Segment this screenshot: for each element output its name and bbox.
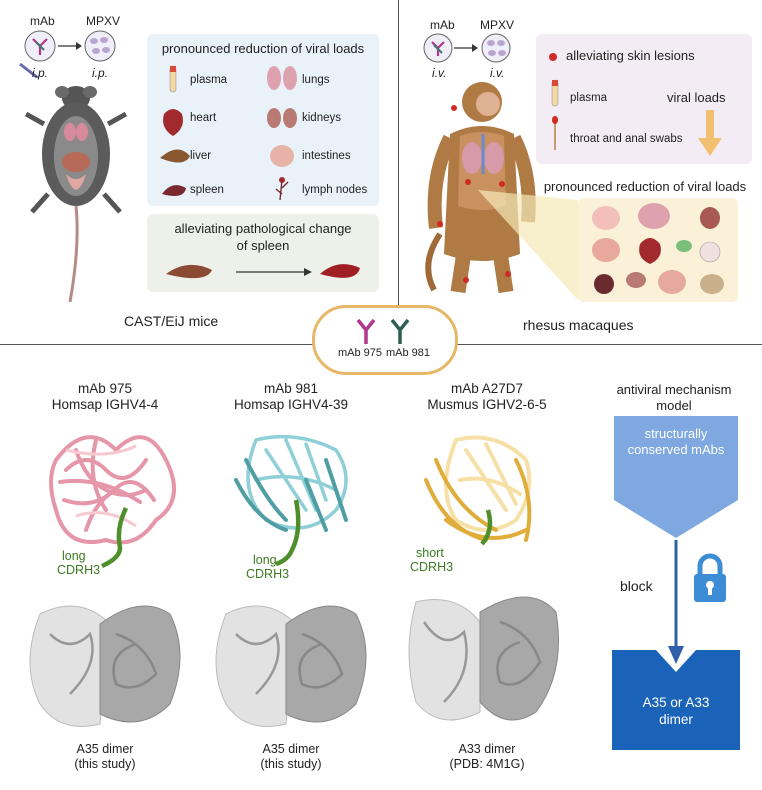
structure-975-cdr: CDRH3 xyxy=(57,563,101,577)
mouse-illustration xyxy=(24,86,128,303)
organ-kidneys: kidneys xyxy=(302,112,341,124)
mechanism-title: antiviral mechanism model xyxy=(616,382,732,413)
structure-a27d7-source: (PDB: 4M1G) xyxy=(449,757,525,771)
organ-intestines: intestines xyxy=(302,150,351,162)
macaque-route-left: i.v. xyxy=(432,66,447,80)
mice-pathology-title: alleviating pathological change of splee… xyxy=(174,221,352,253)
mice-viral-loads-title: pronounced reduction of viral loads xyxy=(161,41,365,56)
macaque-label: rhesus macaques xyxy=(523,317,634,333)
a35-dimer-surface-2 xyxy=(215,605,367,727)
macaque-organ-icons xyxy=(592,203,724,294)
structure-a27d7-name: mAb A27D7 xyxy=(450,381,524,396)
structure-975-gene: Homsap IGHV4-4 xyxy=(51,397,159,412)
macaque-viral-title: pronounced reduction of viral loads xyxy=(543,179,747,194)
structure-975-source: (this study) xyxy=(74,757,136,771)
mice-route-left: i.p. xyxy=(32,66,49,80)
structure-a27d7-dimer: A33 dimer xyxy=(458,742,516,756)
mice-mpxv-label: MPXV xyxy=(86,14,121,28)
spleen-change-arrow xyxy=(166,264,360,279)
connector-beam xyxy=(478,190,578,300)
a33-dimer-surface xyxy=(408,596,559,721)
center-mab-975: mAb 975 xyxy=(338,347,383,359)
block-arrow xyxy=(668,540,684,664)
lock-icon xyxy=(694,553,726,602)
mechanism-bottom-shape xyxy=(612,650,740,750)
mab-981-ribbon xyxy=(234,434,348,567)
structure-981-name: mAb 981 xyxy=(263,381,319,396)
mice-viral-loads-panel xyxy=(147,34,379,206)
mechanism-block-label: block xyxy=(620,578,653,594)
structure-a27d7-cdr: CDRH3 xyxy=(410,560,454,574)
structure-975-cdr-len: long xyxy=(62,549,86,563)
organ-lymph-nodes: lymph nodes xyxy=(302,184,368,196)
organ-spleen: spleen xyxy=(190,184,224,196)
mab-975-ribbon xyxy=(49,435,176,569)
mechanism-top-shape xyxy=(614,416,738,538)
antibody-icons xyxy=(356,318,410,344)
macaque-swabs: throat and anal swabs xyxy=(570,133,683,145)
lesion-dot-icon xyxy=(549,53,557,61)
mice-route-right: i.p. xyxy=(92,66,109,80)
mice-label: CAST/EiJ mice xyxy=(124,313,219,329)
structure-981-dimer: A35 dimer xyxy=(262,742,320,756)
mechanism-bottom-box: A35 or A33 dimer xyxy=(642,695,710,727)
macaque-mab-label: mAb xyxy=(430,18,455,32)
down-arrow-icon xyxy=(698,110,722,156)
structure-a27d7-cdr-len: short xyxy=(416,546,444,560)
mice-injection-icons xyxy=(19,30,116,78)
center-mab-981: mAb 981 xyxy=(386,347,431,359)
mice-organ-icons xyxy=(160,65,297,201)
structure-981-source: (this study) xyxy=(260,757,322,771)
macaque-viral-loads: viral loads xyxy=(667,90,726,105)
mice-mab-label: mAb xyxy=(30,14,55,28)
structure-975-dimer: A35 dimer xyxy=(76,742,134,756)
macaque-injection-icons xyxy=(423,33,511,63)
macaque-illustration xyxy=(425,82,536,294)
macaque-plasma: plasma xyxy=(570,92,608,104)
mechanism-top-box: structurally conserved mAbs xyxy=(627,426,725,457)
structure-981-cdr-len: long xyxy=(253,553,277,567)
vertical-divider xyxy=(398,0,399,344)
a35-dimer-surface-1 xyxy=(29,605,181,727)
organ-heart: heart xyxy=(190,112,217,124)
macaque-skin-lesions: alleviating skin lesions xyxy=(566,48,695,63)
macaque-route-right: i.v. xyxy=(490,66,505,80)
macaque-mpxv-label: MPXV xyxy=(480,18,515,32)
structure-981-gene: Homsap IGHV4-39 xyxy=(233,397,349,412)
mab-a27d7-ribbon xyxy=(424,435,532,546)
organ-plasma: plasma xyxy=(190,74,228,86)
structure-a27d7-gene: Musmus IGHV2-6-5 xyxy=(427,397,547,412)
macaque-sample-icons xyxy=(551,79,559,150)
organ-lungs: lungs xyxy=(302,74,330,86)
center-antibody-badge xyxy=(312,305,458,375)
mice-pathology-panel xyxy=(147,214,379,292)
structure-981-cdr: CDRH3 xyxy=(246,567,290,581)
structure-975-name: mAb 975 xyxy=(77,381,133,396)
organ-liver: liver xyxy=(190,150,212,162)
